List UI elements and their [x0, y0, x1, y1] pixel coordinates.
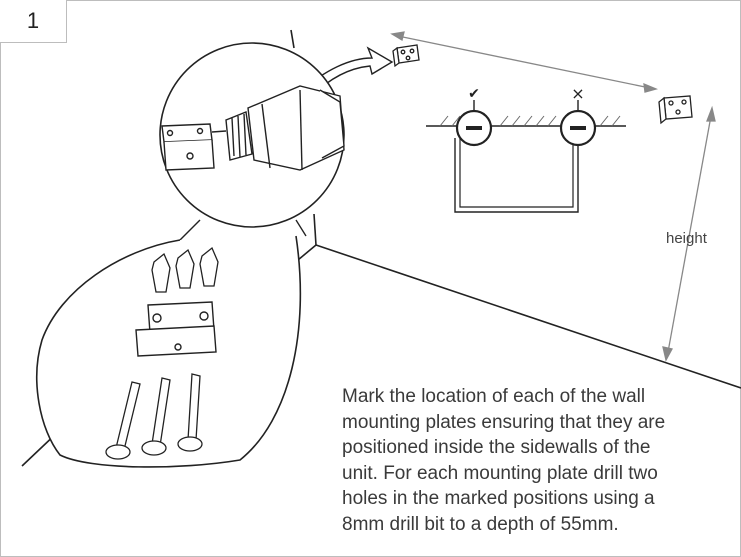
incorrect-mark: ×	[571, 84, 584, 103]
hardware-detail	[36, 235, 302, 468]
correct-mark: ✔	[468, 86, 480, 102]
placement-inset	[426, 100, 626, 213]
height-arrow	[662, 105, 716, 362]
wall-plugs	[151, 246, 219, 293]
step-number: 1	[0, 0, 67, 43]
spacing-arrow	[390, 31, 658, 93]
mounting-bracket	[135, 301, 217, 357]
wall-plate-left	[392, 44, 420, 68]
wall-plate-right	[658, 95, 693, 125]
height-label: height	[666, 230, 707, 247]
drill-detail	[159, 42, 345, 241]
instruction-text: Mark the location of each of the wall mo…	[342, 386, 666, 535]
screws	[105, 373, 203, 460]
